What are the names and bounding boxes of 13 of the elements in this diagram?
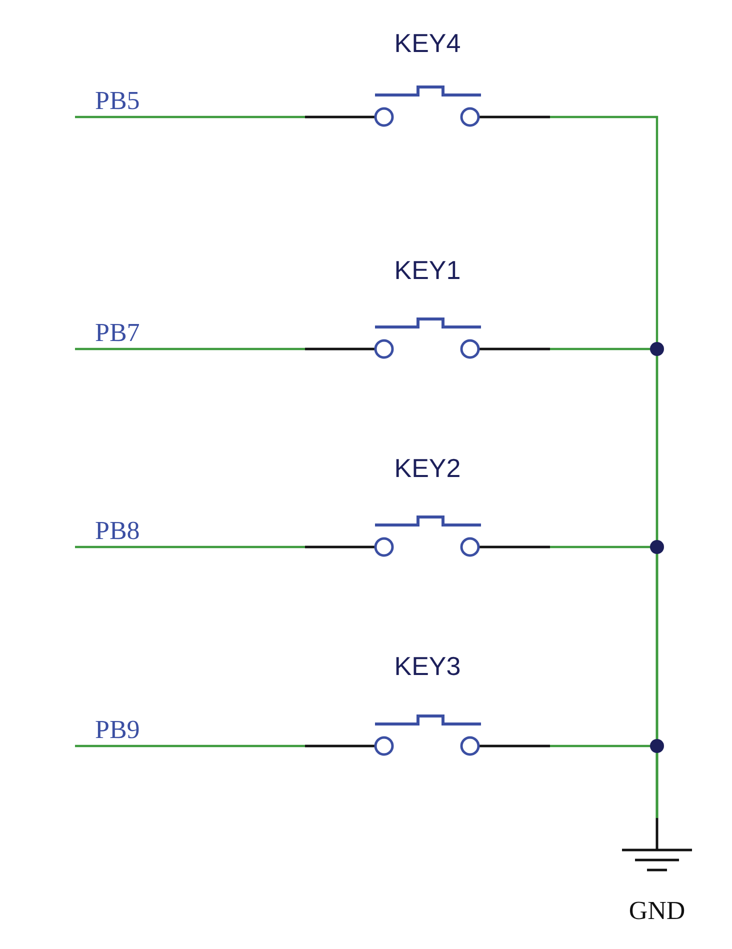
wire <box>75 546 305 548</box>
net-label: PB5 <box>75 86 175 116</box>
net-label: PB8 <box>75 516 175 546</box>
push-button-switch: KEY1 <box>305 255 550 361</box>
wire <box>550 744 658 818</box>
wire <box>75 348 305 350</box>
push-button-switch: KEY3 <box>305 651 550 758</box>
push-button-switch: KEY4 <box>305 28 550 129</box>
push-button-switch: KEY2 <box>305 453 550 559</box>
net-label: PB9 <box>75 715 175 745</box>
wire <box>75 116 305 118</box>
wire <box>75 744 305 748</box>
net-label: PB7 <box>75 318 175 348</box>
